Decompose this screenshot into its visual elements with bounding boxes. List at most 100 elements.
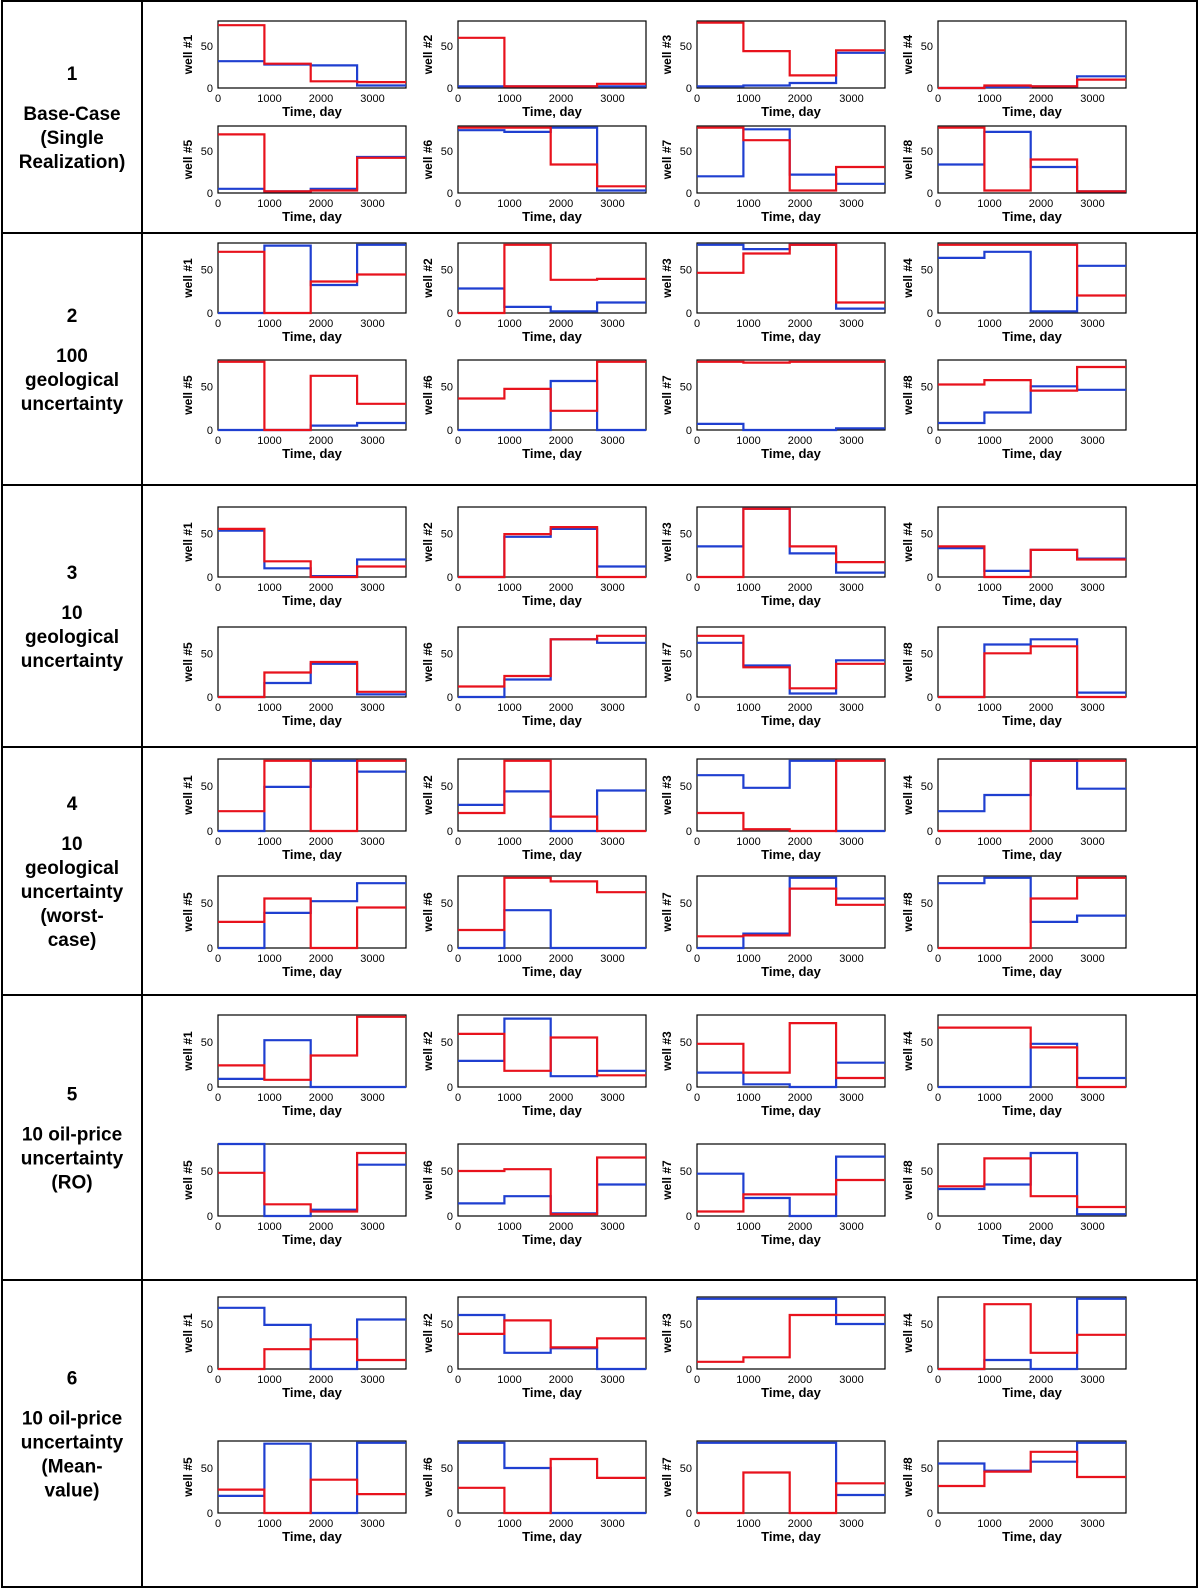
x-tick-label: 1000: [977, 1221, 1001, 1233]
series-red-line: [938, 78, 1126, 90]
series-red-line: [218, 1338, 406, 1371]
x-tick-label: 1000: [257, 198, 281, 210]
y-axis-label: well #8: [901, 1457, 915, 1498]
x-axis-label: Time, day: [282, 593, 343, 608]
y-axis-label: well #7: [660, 892, 674, 933]
y-tick-label: 50: [441, 1319, 453, 1331]
row-label-line: uncertainty: [21, 1149, 124, 1170]
x-axis-label: Time, day: [1002, 1232, 1063, 1247]
y-axis-label: well #6: [421, 642, 435, 683]
y-tick-label: 50: [441, 381, 453, 393]
x-tick-label: 1000: [257, 93, 281, 105]
x-tick-label: 1000: [977, 435, 1001, 447]
x-tick-label: 0: [455, 1092, 461, 1104]
x-tick-label: 0: [455, 1374, 461, 1386]
row-label-line: case): [48, 930, 97, 951]
y-tick-label: 0: [207, 1364, 213, 1376]
series-blue-line: [458, 909, 646, 950]
y-axis-label: well #7: [660, 1160, 674, 1201]
row-label-line: uncertainty: [21, 651, 124, 672]
y-tick-label: 50: [441, 1037, 453, 1049]
x-tick-label: 2000: [788, 198, 812, 210]
y-axis-label: well #3: [660, 258, 674, 299]
series-red-line: [697, 21, 885, 77]
x-tick-label: 1000: [977, 836, 1001, 848]
x-tick-label: 3000: [600, 1221, 624, 1233]
series-red-line: [218, 527, 406, 579]
x-axis-label: Time, day: [1002, 1385, 1063, 1400]
x-axis-label: Time, day: [522, 593, 583, 608]
y-tick-label: 50: [441, 1463, 453, 1475]
x-tick-label: 0: [935, 582, 941, 594]
row-label-line: geological: [25, 370, 119, 391]
x-axis-label: Time, day: [282, 964, 343, 979]
x-tick-label: 3000: [360, 702, 384, 714]
plot-frame: [457, 875, 647, 949]
x-tick-label: 1000: [257, 1518, 281, 1530]
y-axis-label: well #6: [421, 1457, 435, 1498]
x-axis-label: Time, day: [1002, 1103, 1063, 1118]
series-red-line: [697, 759, 885, 833]
x-tick-label: 3000: [1080, 198, 1104, 210]
x-tick-label: 1000: [977, 953, 1001, 965]
x-tick-label: 1000: [497, 1092, 521, 1104]
x-tick-label: 3000: [360, 1221, 384, 1233]
x-tick-label: 0: [935, 198, 941, 210]
x-tick-label: 0: [694, 1518, 700, 1530]
x-tick-label: 2000: [1029, 318, 1053, 330]
x-tick-label: 2000: [549, 1092, 573, 1104]
x-tick-label: 2000: [788, 1374, 812, 1386]
x-tick-label: 1000: [257, 318, 281, 330]
x-tick-label: 0: [694, 836, 700, 848]
series-red-line: [938, 645, 1126, 699]
x-axis-label: Time, day: [282, 713, 343, 728]
x-tick-label: 3000: [1080, 1221, 1104, 1233]
y-tick-label: 0: [686, 425, 692, 437]
x-tick-label: 1000: [257, 1374, 281, 1386]
x-tick-label: 3000: [600, 1518, 624, 1530]
x-tick-label: 3000: [600, 198, 624, 210]
x-tick-label: 2000: [1029, 198, 1053, 210]
series-red-line: [697, 507, 885, 579]
y-tick-label: 50: [680, 381, 692, 393]
y-tick-label: 0: [927, 188, 933, 200]
x-tick-label: 2000: [549, 318, 573, 330]
series-red-line: [458, 243, 646, 315]
x-tick-label: 1000: [257, 1221, 281, 1233]
x-tick-label: 2000: [1029, 1518, 1053, 1530]
x-tick-label: 3000: [360, 1374, 384, 1386]
series-red-line: [938, 545, 1126, 579]
x-tick-label: 0: [455, 582, 461, 594]
x-tick-label: 2000: [309, 582, 333, 594]
y-axis-label: well #1: [181, 258, 195, 299]
x-tick-label: 1000: [977, 702, 1001, 714]
x-axis-label: Time, day: [282, 1103, 343, 1118]
x-tick-label: 0: [215, 1092, 221, 1104]
y-axis-label: well #8: [901, 1160, 915, 1201]
x-tick-label: 2000: [788, 318, 812, 330]
x-tick-label: 1000: [257, 953, 281, 965]
y-tick-label: 50: [201, 1037, 213, 1049]
x-tick-label: 2000: [309, 1518, 333, 1530]
series-red-line: [697, 1022, 885, 1080]
y-tick-label: 0: [927, 425, 933, 437]
y-tick-label: 50: [921, 1037, 933, 1049]
x-tick-label: 2000: [788, 93, 812, 105]
y-tick-label: 0: [447, 188, 453, 200]
plot-frame: [937, 626, 1127, 698]
x-tick-label: 0: [455, 318, 461, 330]
x-tick-label: 2000: [1029, 1221, 1053, 1233]
y-tick-label: 0: [447, 1082, 453, 1094]
y-tick-label: 0: [686, 83, 692, 95]
plot-frame: [217, 875, 407, 949]
